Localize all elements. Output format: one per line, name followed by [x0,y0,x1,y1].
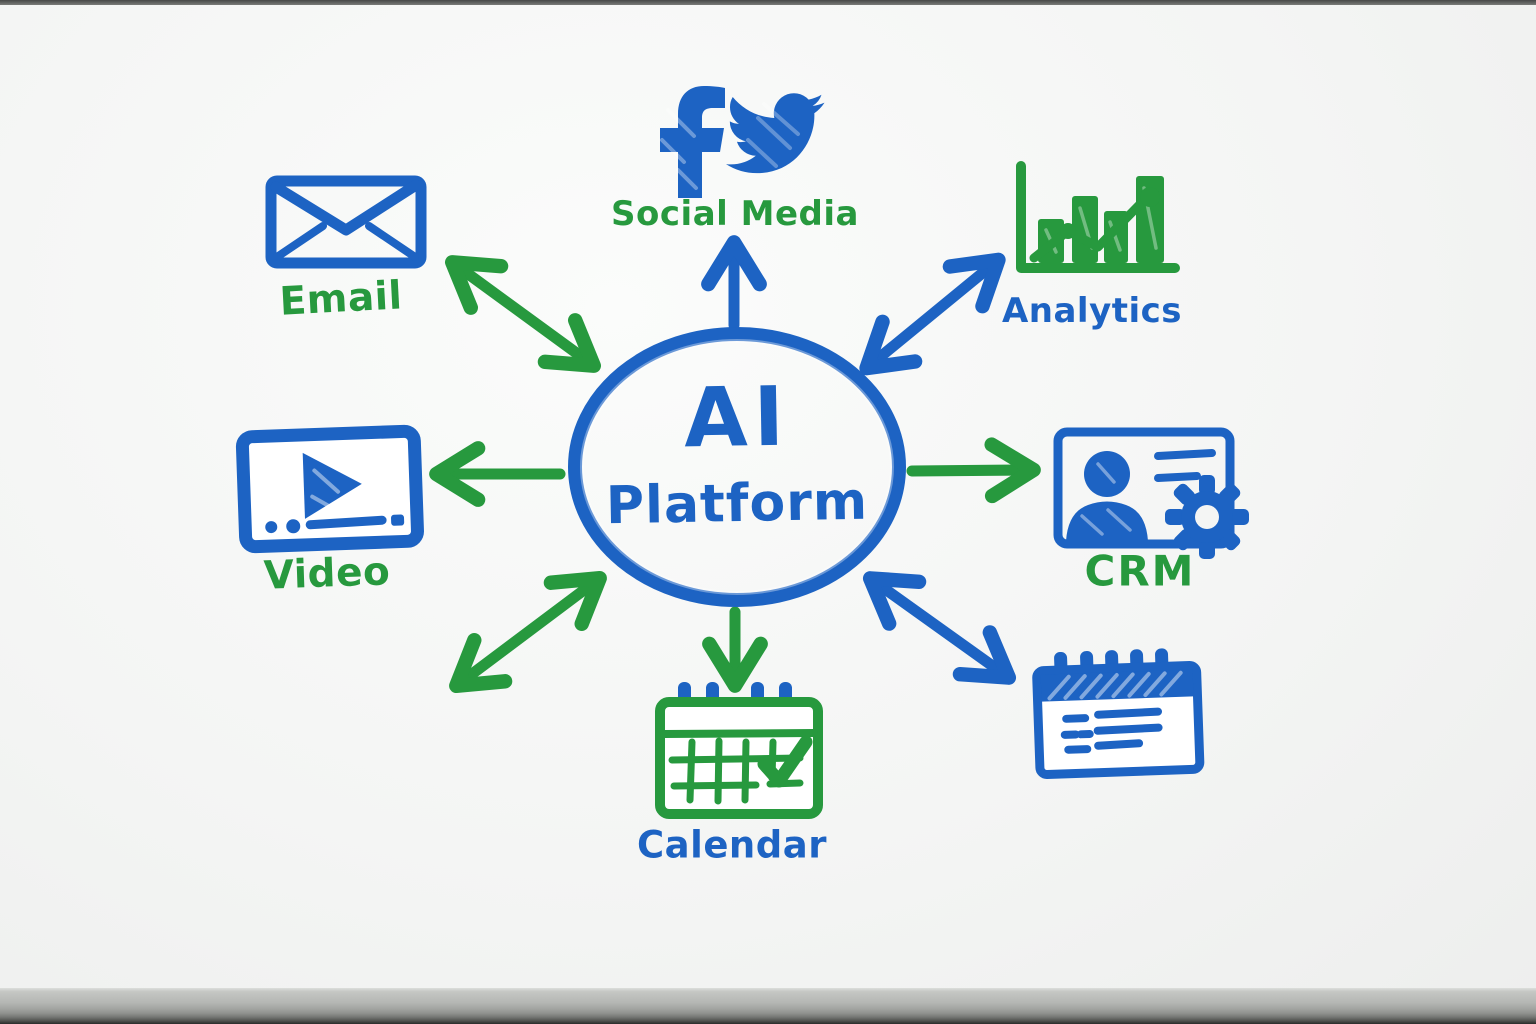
hub-title-line1: AI [683,369,791,467]
connector-arrows [429,235,1041,693]
social-media-label: Social Media [611,194,859,234]
whiteboard-top-edge [0,0,1536,5]
twitter-bird-icon [726,93,825,174]
notes-calendar-icon [1032,648,1205,780]
analytics-label: Analytics [1001,291,1183,331]
video-player-icon [235,424,424,554]
grid-calendar-check-icon [655,682,823,819]
email-label: Email [278,273,404,325]
person-icon [1084,451,1130,497]
arrow-crm [906,437,1041,504]
arrow-email [445,255,601,373]
envelope-icon [265,175,427,269]
arrow-schedule-calendar [862,571,1017,685]
crm-label: CRM [1084,546,1196,596]
calendar-label: Calendar [637,823,827,867]
hub-title-line2: Platform [605,471,869,537]
gear-icon [1165,475,1249,559]
hub-circle [568,327,906,607]
arrow-analytics [859,252,1006,376]
checkmark-icon [757,735,813,788]
arrow-bottom-left [449,571,607,693]
video-label: Video [262,549,392,599]
play-icon [302,452,362,519]
facebook-icon [660,86,725,198]
bar-chart-icon [1016,161,1180,273]
marker-tray [0,988,1536,1024]
